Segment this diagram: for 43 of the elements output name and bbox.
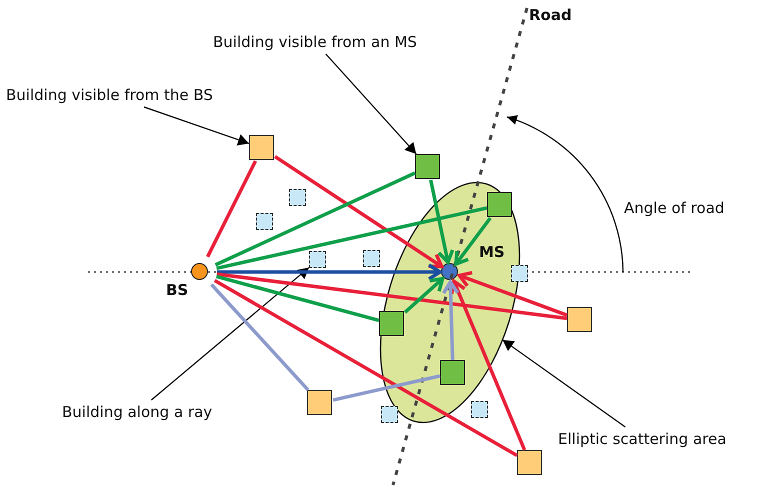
ray-path [217,263,442,281]
ray-path [454,216,492,266]
building-square [379,311,404,336]
ray-path [458,270,568,317]
building-square [567,307,592,332]
ray-path [214,171,416,266]
ray-path [206,160,258,258]
ray-path [450,279,526,451]
obstructing-building [381,406,398,423]
ray-path [404,276,444,314]
ray-path [332,374,440,402]
ray-path [429,180,454,264]
callout-text: Building visible from an MS [213,33,417,51]
leader-line [144,106,250,146]
leader-line [150,267,310,400]
angle-label: Angle of road [624,199,724,217]
obstructing-building [309,251,326,268]
ray-path [216,274,380,322]
leader-line [325,54,417,154]
callout-text: Elliptic scattering area [558,430,726,448]
ray-path [214,279,518,457]
leader-line [502,339,626,428]
obstructing-building [289,189,306,206]
ray-path [274,155,444,268]
road-label: Road [529,6,572,24]
callout-text: Building along a ray [62,403,212,421]
building-square [415,154,440,179]
ray-path [442,280,460,360]
ray-path [210,283,310,392]
obstructing-building [363,250,380,267]
building-square [440,360,465,385]
building-square [249,135,274,160]
building-square [487,192,512,217]
building-square [307,390,332,415]
building-square [517,450,542,475]
obstructing-building [471,401,488,418]
station-label: BS [166,281,188,299]
ray-path [216,206,488,270]
ray-path [216,272,568,320]
obstructing-building [256,213,273,230]
callout-text: Building visible from the BS [6,86,213,104]
station-label: MS [479,243,505,261]
obstructing-building [511,265,528,282]
